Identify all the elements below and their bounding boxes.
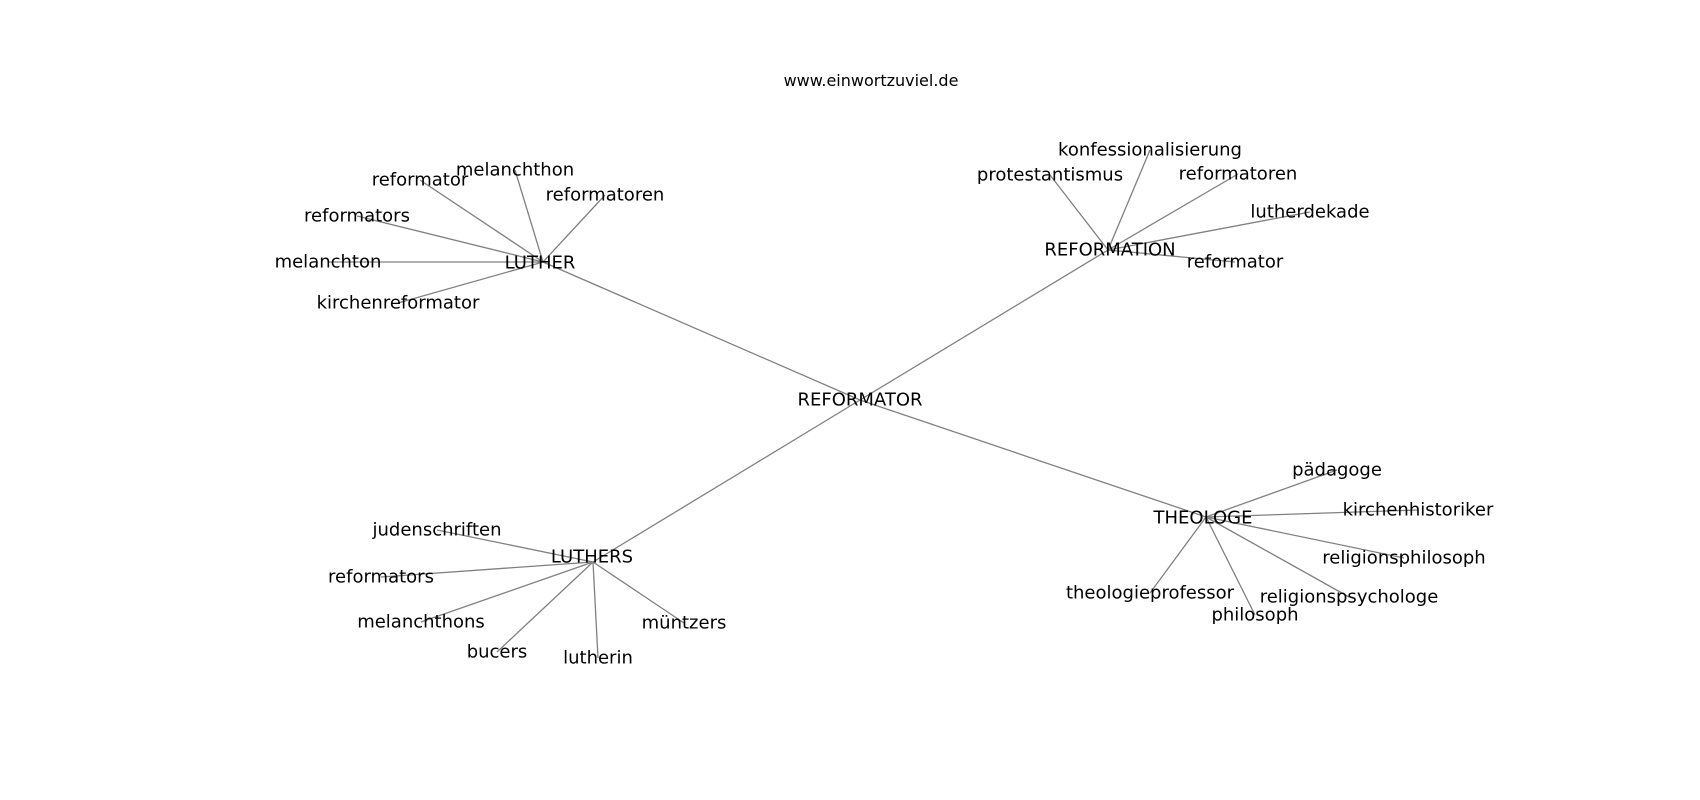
source-url: www.einwortzuviel.de (783, 71, 959, 90)
edge-luther-leaf (356, 215, 544, 263)
leaf-node-label: theologieprofessor (1066, 583, 1235, 604)
leaf-node-label: konfessionalisierung (1058, 140, 1242, 161)
leaf-node-label: reformatoren (546, 185, 665, 206)
edge-theologe-leaf (1205, 509, 1419, 518)
leaf-node-label: judenschriften (372, 520, 502, 541)
leaf-node-label: kirchenreformator (317, 293, 480, 314)
edge-luther-leaf (419, 179, 544, 263)
leaf-node-label: reformator (372, 170, 469, 191)
edge-luthers-leaf (420, 561, 594, 623)
edge-theologe-leaf (1205, 516, 1405, 559)
leaf-node-label: melanchton (275, 252, 382, 273)
edge-reformation-leaf (1049, 174, 1109, 251)
edge-luther-leaf (514, 169, 544, 263)
leaf-node-label: reformatoren (1179, 164, 1298, 185)
center-node-label: REFORMATOR (797, 390, 922, 411)
edge-center-luthers (592, 399, 861, 563)
edge-theologe-leaf (1205, 516, 1350, 598)
edge-theologe-leaf (1205, 516, 1256, 616)
edge-luther-leaf (542, 194, 606, 263)
edge-luthers-leaf (592, 561, 599, 659)
edge-theologe-leaf (1205, 469, 1338, 518)
hub-node-label-reformation: REFORMATION (1044, 240, 1175, 261)
leaf-node-label: reformator (1187, 252, 1284, 273)
leaf-node-label: melanchthon (456, 160, 574, 181)
hub-node-label-luthers: LUTHERS (551, 547, 633, 568)
leaf-node-label: reformators (328, 567, 434, 588)
edges-layer (328, 149, 1419, 659)
edge-center-luther (542, 261, 861, 401)
leaf-node-label: religionspsychologe (1260, 587, 1439, 608)
leaf-node-label: pädagoge (1292, 460, 1382, 481)
edge-luthers-leaf (592, 561, 685, 624)
edge-reformation-leaf (1107, 173, 1239, 251)
edge-center-reformation (859, 249, 1109, 401)
edge-theologe-leaf (1149, 516, 1207, 594)
edge-center-theologe (859, 399, 1207, 518)
leaf-node-label: religionsphilosoph (1322, 548, 1485, 569)
leaf-node-label: protestantismus (977, 165, 1123, 186)
leaf-node-label: kirchenhistoriker (1343, 500, 1494, 521)
edge-luther-leaf (397, 261, 544, 304)
edge-luthers-leaf (380, 561, 594, 578)
labels-layer: REFORMATORLUTHERmelanchthonreformatorref… (275, 140, 1494, 669)
leaf-node-label: philosoph (1211, 605, 1298, 626)
edge-luthers-leaf (436, 529, 594, 563)
leaf-node-label: lutherdekade (1250, 202, 1369, 223)
leaf-node-label: bucers (467, 642, 528, 663)
hub-node-label-luther: LUTHER (505, 253, 576, 274)
edge-luthers-leaf (496, 561, 594, 653)
edge-reformation-leaf (1107, 149, 1151, 251)
edge-reformation-leaf (1107, 249, 1236, 263)
leaf-node-label: lutherin (563, 648, 633, 669)
hub-node-label-theologe: THEOLOGE (1153, 508, 1253, 529)
edge-reformation-leaf (1107, 211, 1311, 251)
leaf-node-label: reformators (304, 206, 410, 227)
leaf-node-label: müntzers (642, 613, 727, 634)
leaf-node-label: melanchthons (357, 612, 485, 633)
